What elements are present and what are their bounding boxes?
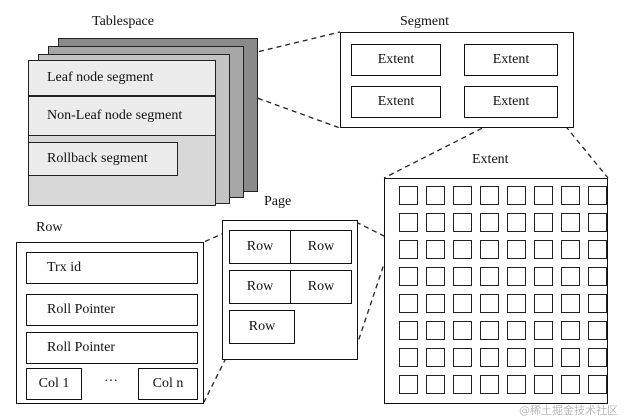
- row-field-roll-pointer-2: Roll Pointer: [26, 332, 198, 364]
- extent-page-square: [426, 294, 445, 313]
- page-title: Page: [264, 194, 292, 209]
- page-row-3: Row: [229, 270, 291, 304]
- extent-page-square: [399, 321, 418, 340]
- non-leaf-node-segment-label: Non-Leaf node segment: [47, 108, 183, 123]
- extent-page-square: [399, 213, 418, 232]
- segment-extent-2: Extent: [464, 44, 558, 76]
- extent-page-square: [534, 294, 553, 313]
- extent-page-square: [426, 267, 445, 286]
- extent-page-square: [399, 267, 418, 286]
- extent-page-square: [480, 240, 499, 259]
- extent-page-square: [480, 321, 499, 340]
- extent-page-square: [588, 348, 607, 367]
- extent-page-square: [507, 240, 526, 259]
- extent-page-square: [453, 321, 472, 340]
- page-row-4: Row: [290, 270, 352, 304]
- rollback-segment: Rollback segment: [28, 142, 178, 176]
- segment-extent-3: Extent: [351, 86, 441, 118]
- extent-page-square: [534, 186, 553, 205]
- segment-extent-connector-left: [383, 111, 515, 179]
- row-field-roll-pointer-1: Roll Pointer: [26, 294, 198, 326]
- extent-page-square: [399, 348, 418, 367]
- extent-page-square: [480, 213, 499, 232]
- page-row-2: Row: [290, 230, 352, 264]
- extent-page-square: [507, 348, 526, 367]
- extent-page-square: [534, 240, 553, 259]
- extent-page-square: [561, 213, 580, 232]
- extent-page-square: [534, 348, 553, 367]
- page-row-5: Row: [229, 310, 295, 344]
- row-col-ellipsis: ···: [104, 374, 118, 389]
- extent-page-square: [480, 294, 499, 313]
- extent-page-square: [507, 267, 526, 286]
- extent-page-square: [453, 294, 472, 313]
- extent-page-square: [561, 321, 580, 340]
- row-field-trx-id: Trx id: [26, 252, 198, 284]
- extent-title: Extent: [472, 152, 509, 167]
- row-col-last: Col n: [138, 368, 198, 400]
- row-col-first: Col 1: [26, 368, 82, 400]
- extent-page-square: [399, 375, 418, 394]
- extent-page-square: [561, 240, 580, 259]
- extent-page-square: [534, 321, 553, 340]
- extent-page-square: [426, 321, 445, 340]
- extent-page-square: [453, 375, 472, 394]
- extent-page-square: [453, 348, 472, 367]
- page-row-connector-bottom: [203, 357, 227, 403]
- extent-page-square: [561, 267, 580, 286]
- extent-page-square: [561, 294, 580, 313]
- extent-page-square: [453, 240, 472, 259]
- extent-page-square: [534, 267, 553, 286]
- extent-page-square: [480, 267, 499, 286]
- segment-title: Segment: [400, 14, 449, 29]
- extent-box: [384, 178, 608, 404]
- watermark: @稀土掘金技术社区: [519, 404, 618, 417]
- segment-extent-4: Extent: [464, 86, 558, 118]
- extent-page-square: [588, 213, 607, 232]
- extent-page-square: [453, 213, 472, 232]
- extent-page-square: [507, 294, 526, 313]
- extent-page-square: [480, 186, 499, 205]
- tablespace-title: Tablespace: [92, 14, 154, 29]
- row-title: Row: [36, 220, 63, 235]
- row-field-roll-pointer-1-label: Roll Pointer: [47, 302, 116, 317]
- extent-page-square: [588, 375, 607, 394]
- extent-page-square: [588, 294, 607, 313]
- rollback-segment-label: Rollback segment: [47, 151, 148, 166]
- extent-page-square: [588, 267, 607, 286]
- row-field-trx-id-label: Trx id: [47, 260, 82, 275]
- extent-page-square: [588, 240, 607, 259]
- extent-page-square: [453, 267, 472, 286]
- extent-page-square: [507, 186, 526, 205]
- extent-page-square: [426, 240, 445, 259]
- extent-page-square: [426, 186, 445, 205]
- extent-page-square: [588, 186, 607, 205]
- extent-page-square: [561, 375, 580, 394]
- extent-page-square: [507, 375, 526, 394]
- extent-page-square: [399, 294, 418, 313]
- segment-extent-1: Extent: [351, 44, 441, 76]
- extent-page-square: [507, 213, 526, 232]
- extent-page-square: [480, 375, 499, 394]
- extent-page-square: [426, 375, 445, 394]
- extent-page-square: [534, 213, 553, 232]
- extent-page-square: [399, 186, 418, 205]
- extent-page-square: [426, 213, 445, 232]
- extent-page-connector-bottom: [355, 263, 385, 349]
- extent-page-square: [561, 348, 580, 367]
- extent-page-square: [426, 348, 445, 367]
- extent-page-square: [588, 321, 607, 340]
- row-field-roll-pointer-2-label: Roll Pointer: [47, 340, 116, 355]
- leaf-node-segment-label: Leaf node segment: [47, 70, 154, 85]
- extent-page-square: [507, 321, 526, 340]
- page-row-1: Row: [229, 230, 291, 264]
- extent-page-square: [399, 240, 418, 259]
- leaf-node-segment: Leaf node segment: [28, 60, 216, 96]
- non-leaf-node-segment: Non-Leaf node segment: [28, 96, 216, 136]
- extent-page-square: [480, 348, 499, 367]
- extent-page-square: [534, 375, 553, 394]
- extent-page-square: [453, 186, 472, 205]
- extent-page-square: [561, 186, 580, 205]
